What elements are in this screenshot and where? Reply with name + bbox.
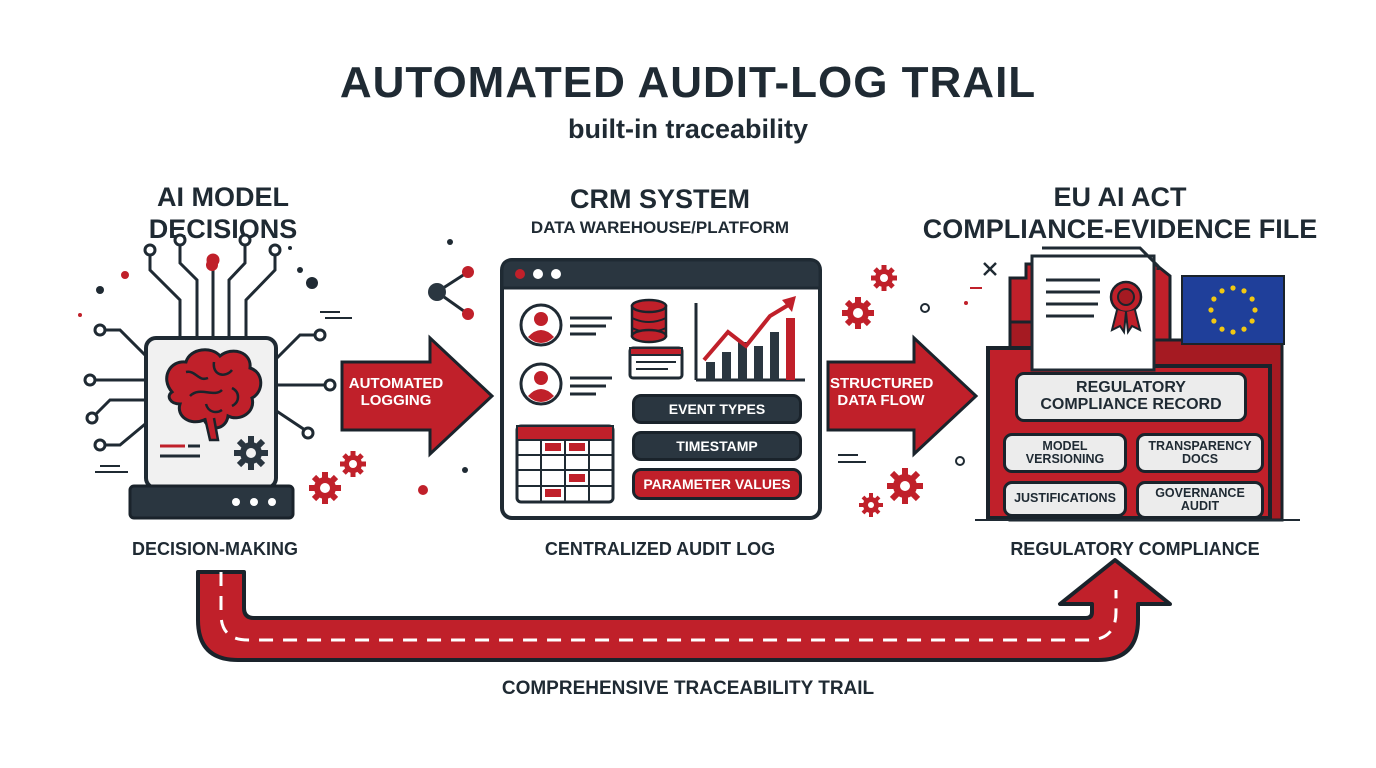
centralized-audit-log-caption: CENTRALIZED AUDIT LOG (544, 539, 776, 559)
user-icon (519, 362, 563, 406)
user-icon (519, 303, 563, 347)
eu-star (1252, 307, 1258, 313)
gear-icon (309, 472, 341, 504)
traceability-trail-arrow (196, 558, 1172, 662)
line-chart-icon (694, 296, 805, 382)
data-card-icon (628, 346, 684, 380)
decision-making-caption: DECISION-MAKING (132, 539, 298, 559)
timestamp-field: TIMESTAMP (632, 431, 802, 461)
eu-star (1230, 329, 1236, 335)
crm-heading: CRM SYSTEM DATA WAREHOUSE/PLATFORM (530, 184, 790, 238)
automated-logging-arrow (340, 334, 495, 458)
ai-model-heading: AI MODEL DECISIONS (148, 182, 298, 245)
gear-icon (887, 468, 923, 504)
brain-icon (165, 348, 263, 442)
eu-star (1219, 288, 1225, 294)
database-icon (630, 298, 668, 344)
eu-star (1211, 318, 1217, 324)
gear-icon (234, 436, 268, 470)
eu-star (1208, 307, 1214, 313)
table-icon (515, 424, 615, 504)
eu-star (1241, 288, 1247, 294)
gear-icon (871, 265, 897, 291)
eu-star (1211, 296, 1217, 302)
circuit-icon (93, 245, 325, 447)
structured-data-flow-arrow (826, 334, 979, 458)
eu-star (1249, 318, 1255, 324)
page-title: AUTOMATED AUDIT-LOG TRAIL (339, 58, 1037, 107)
gear-icon (340, 451, 366, 477)
eu-heading: EU AI ACT COMPLIANCE-EVIDENCE FILE (922, 182, 1318, 245)
eu-star (1230, 285, 1236, 291)
share-icon (428, 266, 474, 320)
justifications-item: JUSTIFICATIONS (1003, 481, 1127, 517)
eu-star (1249, 296, 1255, 302)
traceability-trail-label: COMPREHENSIVE TRACEABILITY TRAIL (501, 678, 875, 699)
page-subtitle: built-in traceability (567, 114, 809, 144)
gear-icon (842, 297, 874, 329)
regulatory-compliance-caption: REGULATORY COMPLIANCE (1010, 539, 1260, 559)
parameter-values-field: PARAMETER VALUES (632, 468, 802, 500)
eu-flag-icon (1181, 275, 1285, 345)
sparkle-icon (983, 262, 997, 276)
eu-star (1241, 326, 1247, 332)
certificate-icon (1030, 246, 1160, 372)
eu-star (1219, 326, 1225, 332)
gear-icon (859, 493, 883, 517)
event-types-field: EVENT TYPES (632, 394, 802, 424)
